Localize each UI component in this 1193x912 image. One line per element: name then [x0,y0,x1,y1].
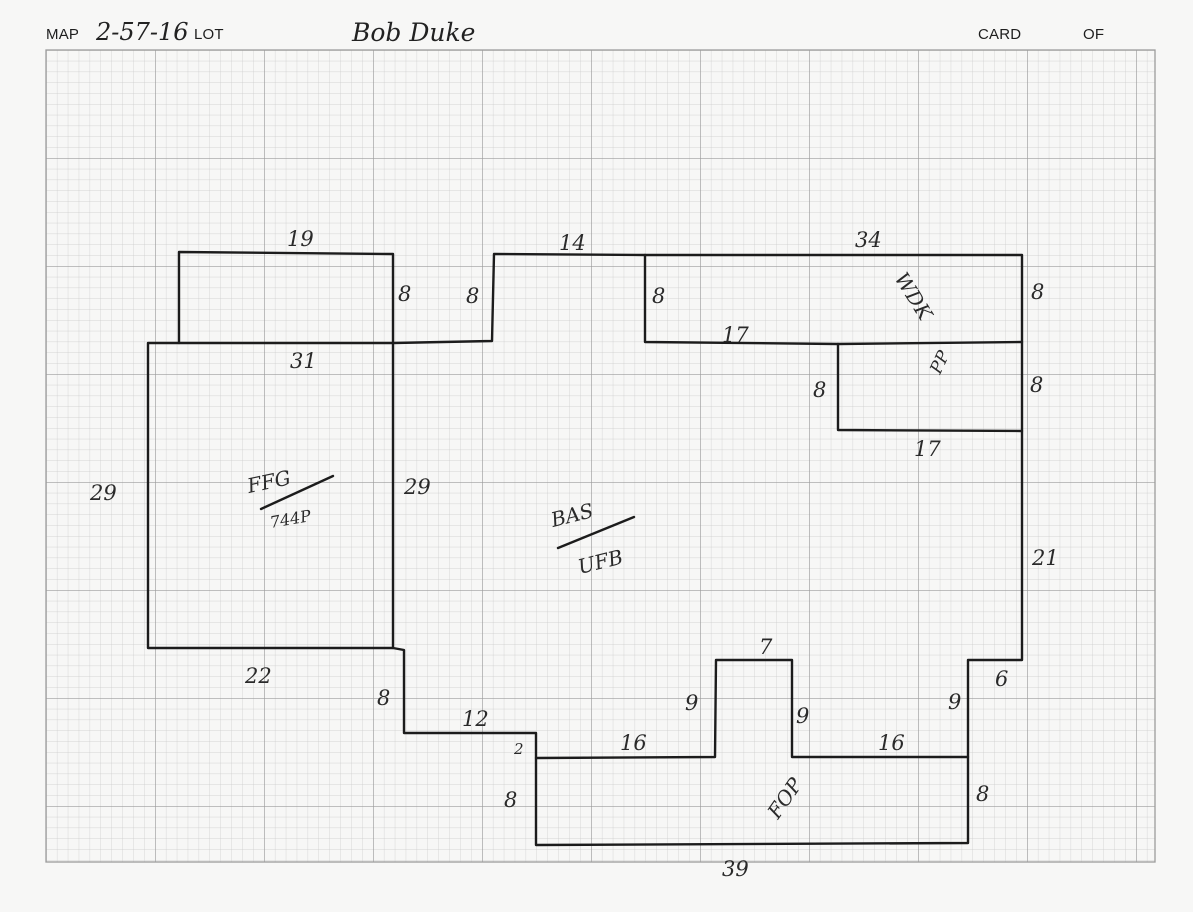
bottom-porch-outline [534,755,970,847]
dim-9-c: 9 [948,690,961,714]
graph-grid [45,49,1156,863]
dim-34: 34 [855,228,882,252]
dim-16-a: 16 [620,731,647,755]
dim-8-porch-right: 8 [1030,373,1043,397]
dim-8-bottom-left: 8 [504,788,517,812]
card-header: MAP 2-57-16 LOT Bob Duke CARD OF [0,0,1193,48]
dim-29-left: 29 [89,481,117,505]
dim-8-porch-left: 8 [813,378,826,402]
dim-8-a: 8 [398,282,411,306]
owner-name: Bob Duke [352,18,476,47]
dim-6: 6 [995,667,1008,691]
dim-17-mid: 17 [722,323,749,347]
lot-label: LOT [194,26,224,43]
dim-8-c: 8 [652,284,665,308]
porch-outline [836,342,1024,433]
dim-39: 39 [722,857,749,881]
house-area-divider [556,515,636,550]
dim-29-inner: 29 [403,475,431,499]
dim-8-step: 8 [377,686,390,710]
dim-22: 22 [244,664,272,688]
of-label: OF [1083,26,1105,43]
dim-31: 31 [290,349,317,373]
dim-19: 19 [287,227,314,251]
dim-8-right-top: 8 [1031,280,1044,304]
dim-17-porch: 17 [914,437,941,461]
dim-14: 14 [559,231,586,255]
map-number: 2-57-16 [96,18,189,46]
dim-16-b: 16 [878,731,905,755]
dim-2: 2 [513,740,524,758]
dim-12: 12 [462,707,489,731]
dim-9-a: 9 [685,691,698,715]
map-label: MAP [46,26,80,43]
garage-top-room-outline [177,250,395,345]
dim-9-b: 9 [796,704,809,728]
wood-deck-outline [643,253,1024,346]
main-house-outline [391,252,1024,760]
garage-area-divider [259,474,335,511]
dim-8-bottom-right: 8 [976,782,989,806]
dim-21: 21 [1031,546,1059,570]
dim-8-b: 8 [466,284,479,308]
dim-7: 7 [759,635,773,659]
card-label: CARD [978,26,1022,43]
dimension-labels: 19 14 34 8 8 8 8 31 17 8 8 17 29 29 21 2… [89,227,1059,881]
